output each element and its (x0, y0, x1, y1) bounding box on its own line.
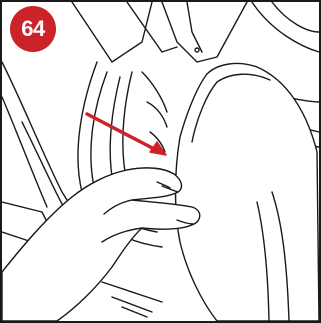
hand (2, 168, 200, 321)
step-number-badge: 64 (10, 6, 56, 52)
step-number: 64 (21, 16, 44, 42)
jug-part (176, 63, 320, 321)
instruction-illustration (2, 2, 319, 321)
